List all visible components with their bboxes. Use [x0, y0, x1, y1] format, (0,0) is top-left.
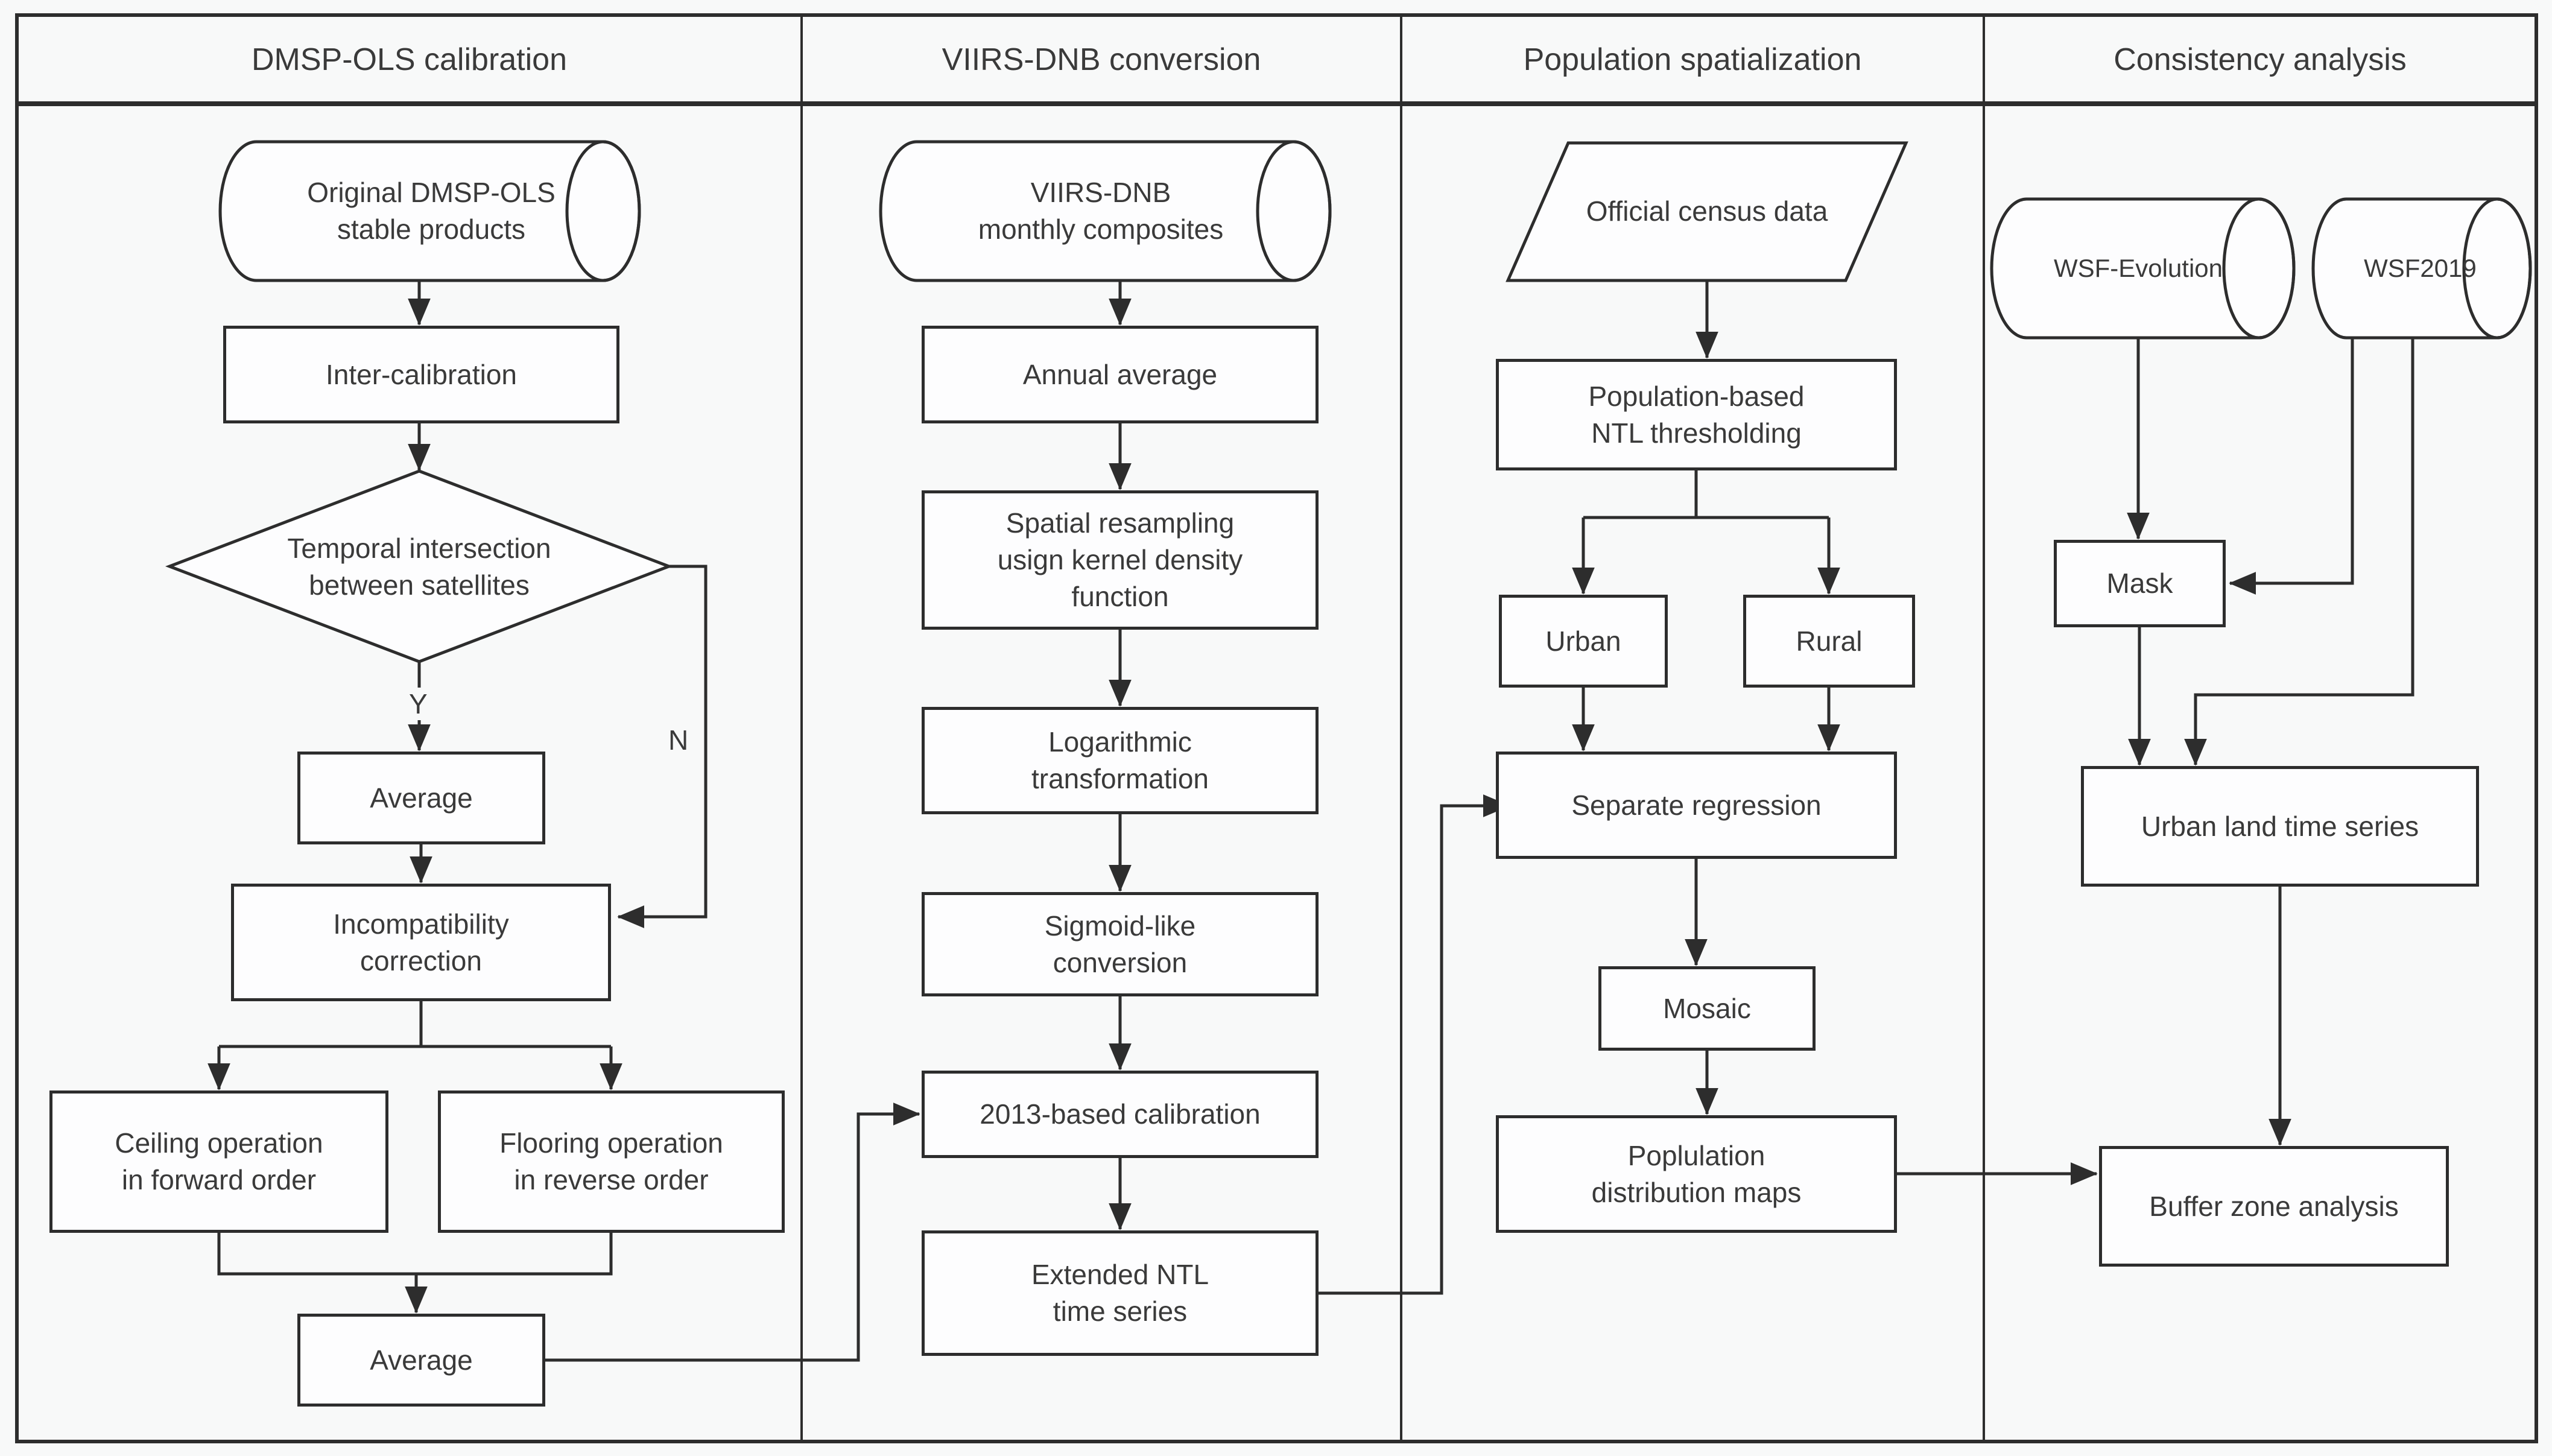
node-average-2: Average: [297, 1314, 545, 1407]
node-label: Temporal intersection between satellites: [287, 533, 551, 601]
node-wsf-evolution: WSF-Evolution: [2030, 205, 2247, 332]
column-header-dmsp: DMSP-OLS calibration: [17, 15, 802, 104]
node-label: WSF2019: [2364, 254, 2477, 283]
column-header-label: VIIRS-DNB conversion: [942, 42, 1261, 77]
column-header-label: Population spatialization: [1523, 42, 1862, 77]
node-ntl-thresholding: Population-based NTL thresholding: [1496, 359, 1897, 470]
cylinder-shape-dmsp-source: [218, 140, 641, 282]
node-label: Flooring operation in reverse order: [499, 1127, 723, 1195]
branch-label-no: N: [668, 724, 689, 756]
node-dmsp-source: Original DMSP-OLS stable products: [259, 148, 603, 274]
node-label: Incompatibility correction: [333, 908, 509, 976]
node-label: Ceiling operation in forward order: [115, 1127, 323, 1195]
node-label: Sigmoid-like conversion: [1044, 910, 1196, 978]
node-rural: Rural: [1743, 595, 1915, 688]
node-label: Logarithmic transformation: [1031, 726, 1209, 794]
node-inter-calibration: Inter-calibration: [223, 326, 619, 423]
node-label: Average: [370, 782, 473, 814]
node-label: Poplulation distribution maps: [1591, 1139, 1802, 1208]
connectors-population-column: [1572, 280, 2098, 1185]
column-header-consistency: Consistency analysis: [1984, 15, 2536, 104]
node-label: Original DMSP-OLS stable products: [307, 177, 556, 245]
node-urban-land-time-series: Urban land time series: [2081, 766, 2479, 887]
node-mask: Mask: [2054, 540, 2226, 627]
node-incompatibility-correction: Incompatibility correction: [231, 884, 611, 1001]
node-separate-regression: Separate regression: [1496, 752, 1897, 859]
node-label: WSF-Evolution: [2053, 254, 2223, 283]
node-label: Separate regression: [1571, 789, 1822, 821]
node-label: Urban land time series: [2141, 810, 2419, 842]
cylinder-shape-wsf2019: [2311, 197, 2532, 340]
node-annual-average: Annual average: [922, 326, 1319, 423]
node-wsf2019: WSF2019: [2343, 205, 2497, 332]
node-sigmoid-conversion: Sigmoid-like conversion: [922, 892, 1319, 996]
connectors-viirs-column: [1109, 280, 1510, 1295]
node-buffer-zone-analysis: Buffer zone analysis: [2099, 1146, 2449, 1267]
node-official-census: Official census data: [1532, 151, 1882, 271]
node-label: Urban: [1545, 625, 1621, 657]
node-label: Inter-calibration: [325, 358, 518, 390]
node-label: VIIRS-DNB monthly composites: [978, 177, 1224, 245]
node-viirs-source: VIIRS-DNB monthly composites: [920, 148, 1282, 274]
node-label: Official census data: [1586, 195, 1828, 227]
node-extended-ntl-time-series: Extended NTL time series: [922, 1230, 1319, 1356]
node-label: Spatial resampling usign kernel density …: [997, 507, 1243, 612]
node-logarithmic-transformation: Logarithmic transformation: [922, 707, 1319, 814]
node-average-1: Average: [297, 752, 545, 844]
node-temporal-decision: Temporal intersection between satellites: [229, 501, 609, 633]
node-label: 2013-based calibration: [980, 1098, 1261, 1130]
diagram-frame: [15, 13, 2538, 1443]
cylinder-shape-viirs-source: [879, 140, 1332, 282]
node-label: Buffer zone analysis: [2149, 1190, 2399, 1222]
node-urban: Urban: [1499, 595, 1668, 688]
node-label: Rural: [1796, 625, 1863, 657]
node-population-distribution-maps: Poplulation distribution maps: [1496, 1115, 1897, 1233]
node-label: Population-based NTL thresholding: [1588, 380, 1805, 449]
connectors-consistency-column: [2127, 338, 2414, 1146]
column-header-viirs: VIIRS-DNB conversion: [802, 15, 1401, 104]
node-label: Mask: [2106, 568, 2173, 600]
node-mosaic: Mosaic: [1598, 966, 1816, 1051]
node-label: Mosaic: [1663, 992, 1751, 1024]
node-spatial-resampling: Spatial resampling usign kernel density …: [922, 490, 1319, 630]
census-parallelogram-shape: [1506, 141, 1908, 282]
column-header-label: Consistency analysis: [2113, 42, 2407, 77]
node-2013-based-calibration: 2013-based calibration: [922, 1071, 1319, 1158]
node-label: Extended NTL time series: [1031, 1259, 1209, 1327]
node-flooring-operation: Flooring operation in reverse order: [438, 1090, 785, 1233]
column-header-population: Population spatialization: [1401, 15, 1984, 104]
node-ceiling-operation: Ceiling operation in forward order: [49, 1090, 388, 1233]
cylinder-shape-wsf-evolution: [1990, 197, 2296, 340]
connectors-dmsp-column: [207, 280, 920, 1362]
column-header-label: DMSP-OLS calibration: [251, 42, 568, 77]
branch-label-yes: Y: [405, 688, 431, 720]
node-label: Average: [370, 1344, 473, 1376]
node-label: Annual average: [1022, 358, 1218, 390]
